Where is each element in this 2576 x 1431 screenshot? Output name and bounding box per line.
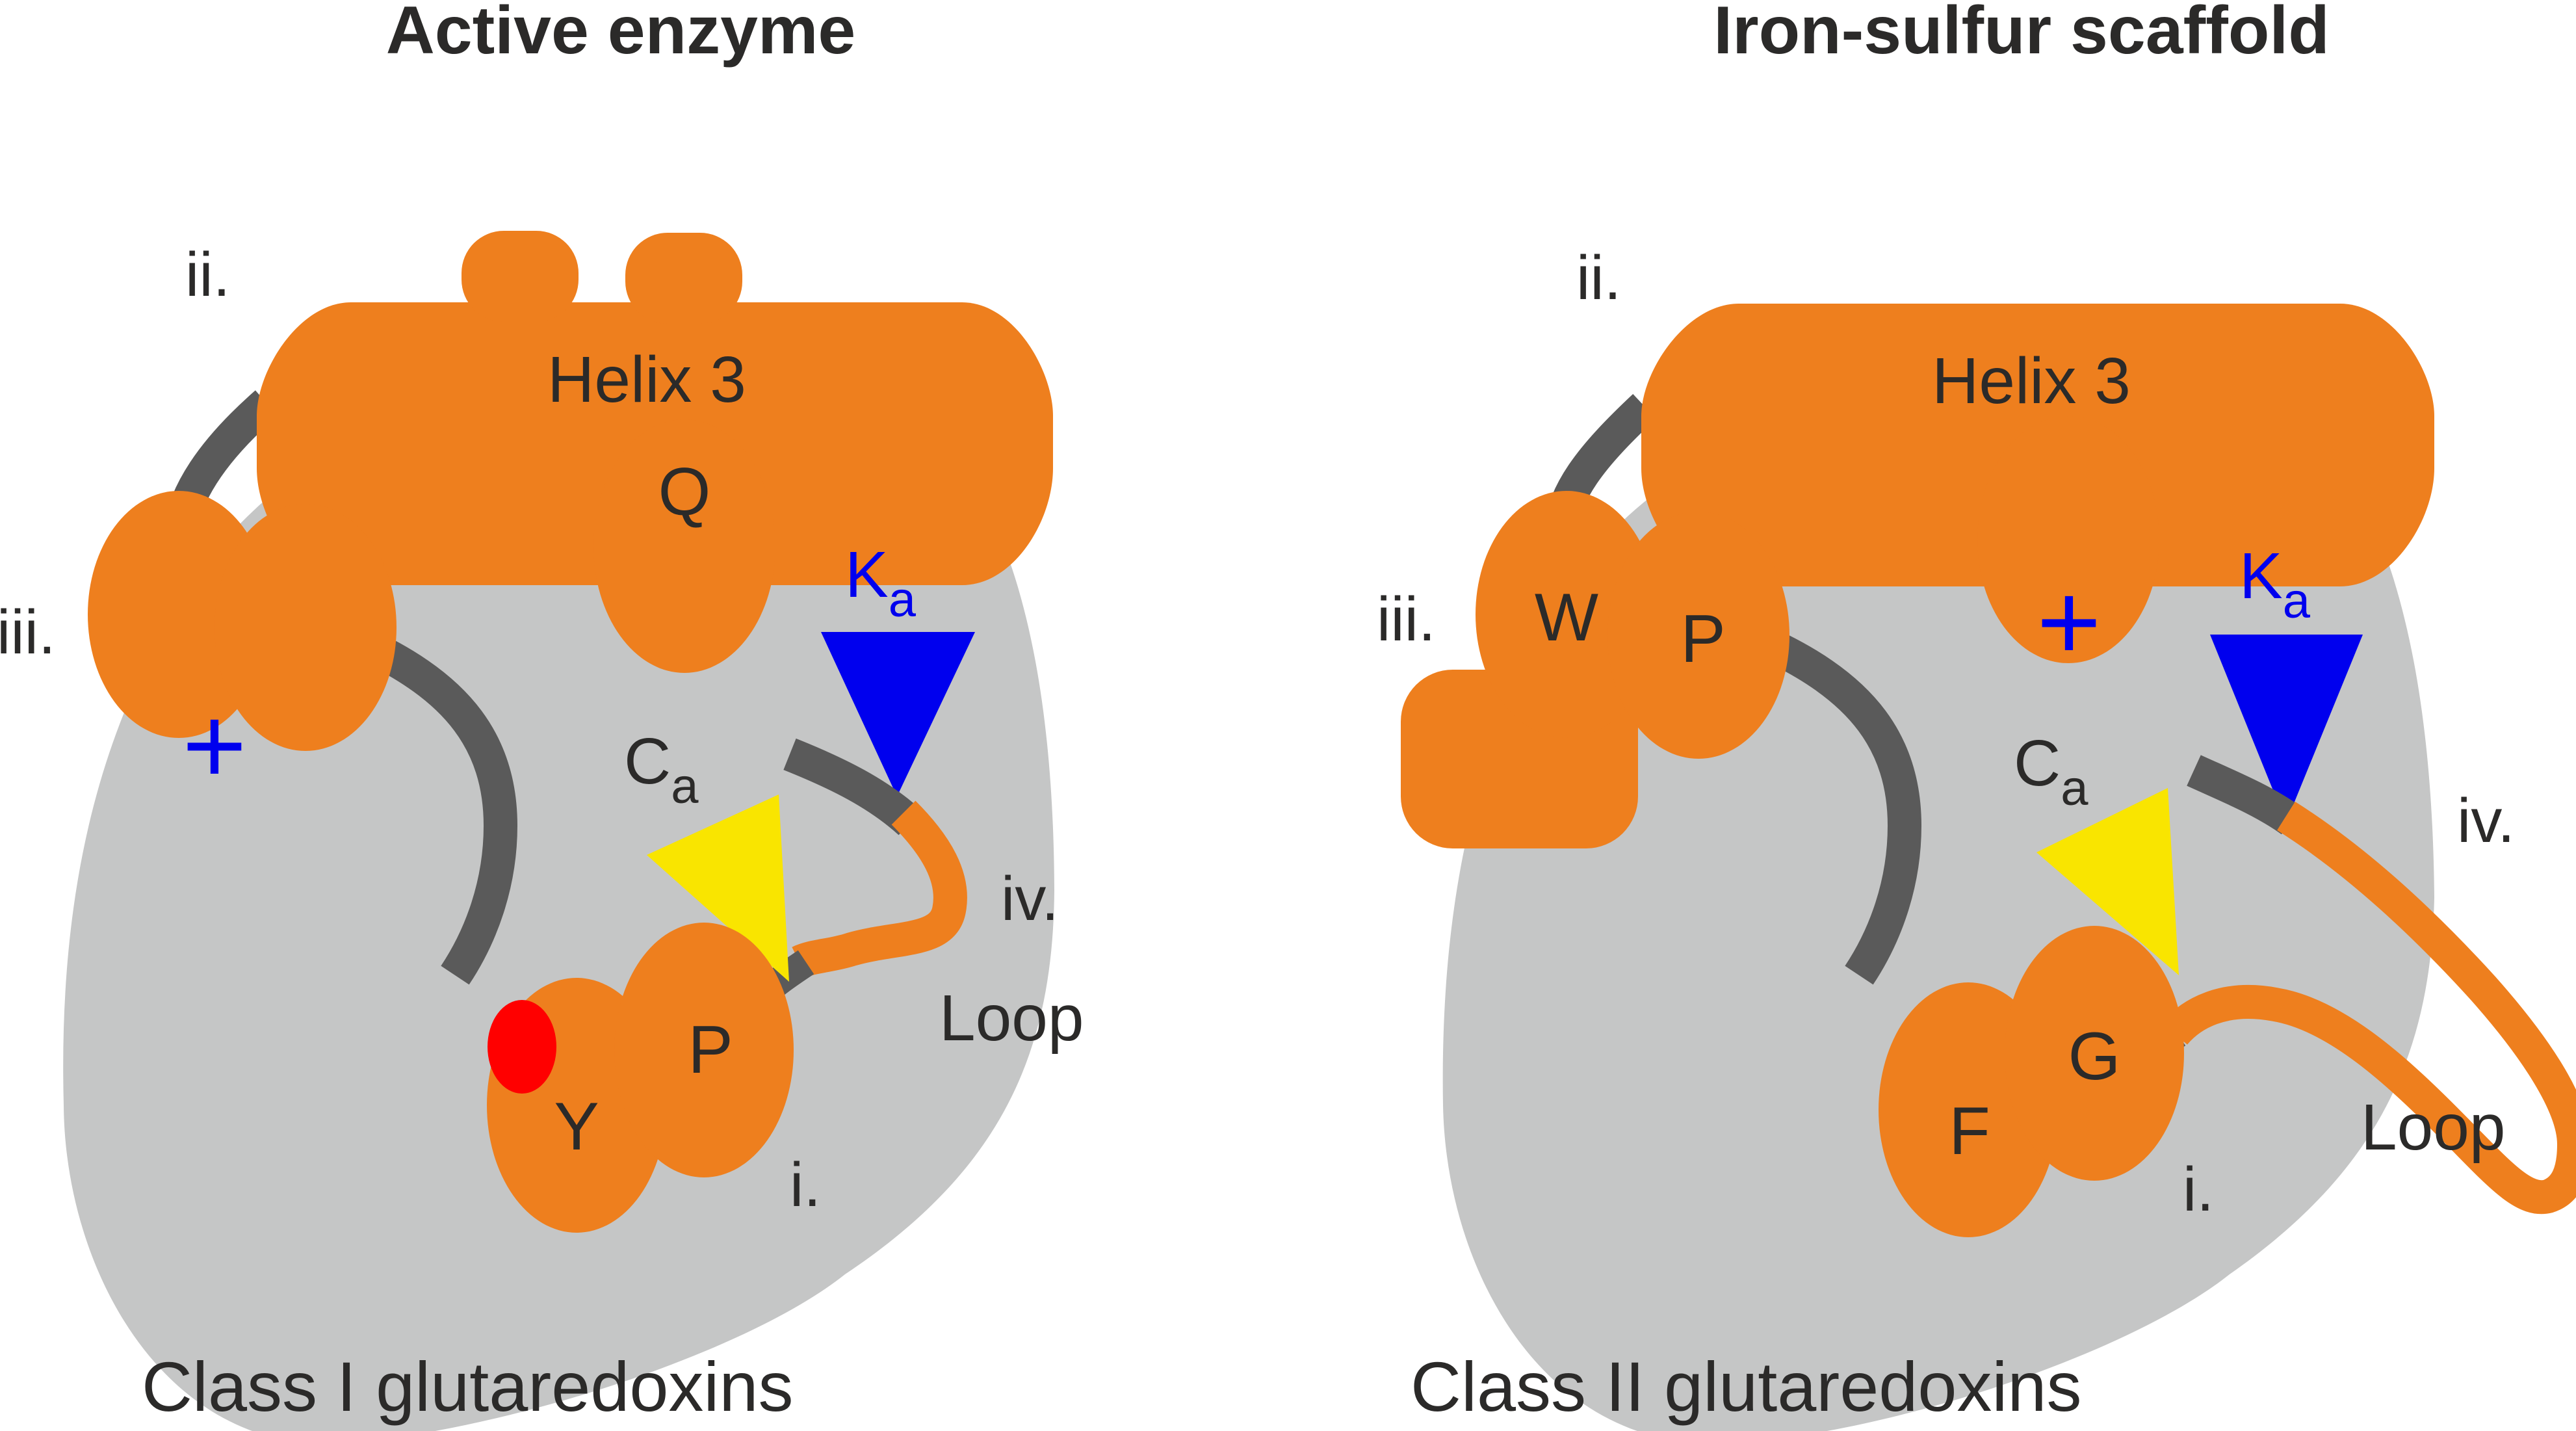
marker-i: i. (790, 1150, 821, 1220)
cysteine-marker (647, 794, 789, 982)
marker-iv: iv. (1001, 864, 1059, 934)
cysteine-label: Ca (2014, 727, 2088, 816)
cysteine-marker (2036, 788, 2179, 975)
lysine-marker (2210, 635, 2363, 822)
marker-ii: ii. (1576, 243, 1621, 313)
residue-p-blob (614, 923, 794, 1177)
loop-iv (2161, 802, 2576, 1214)
lysine-marker (821, 632, 975, 796)
panel-title: Iron-sulfur scaffold (1713, 0, 2330, 68)
residue-y: Y (554, 1089, 599, 1164)
panel-class-i: Active enzyme Helix 3 Q + Ka Ca (0, 0, 1084, 1431)
loop-iv (792, 800, 967, 978)
loop-label: Loop (939, 982, 1084, 1055)
residue-w-blob (1476, 491, 1658, 738)
panel-caption: Class I glutaredoxins (142, 1347, 793, 1426)
strand-residue-blob (215, 504, 397, 751)
helix-label: Helix 3 (547, 343, 746, 416)
marker-iv: iv. (2457, 786, 2515, 856)
residue-q: Q (658, 454, 711, 530)
residue-g-blob (2005, 926, 2184, 1181)
residue-w: W (1535, 580, 1598, 655)
active-site-strand (2187, 755, 2302, 835)
residue-p: P (688, 1012, 733, 1088)
residue-g: G (2068, 1019, 2121, 1094)
marker-ii: ii. (185, 240, 230, 309)
panel-class-ii: Iron-sulfur scaffold Helix 3 W P + Ka Ca (1377, 0, 2576, 1431)
helix-bump (462, 231, 579, 322)
residue-p-blob (1607, 512, 1789, 759)
panel-title: Active enzyme (386, 0, 856, 68)
helix-blob (1977, 416, 2159, 663)
residue-q-blob (593, 419, 775, 673)
loop-label: Loop (2361, 1091, 2505, 1164)
residue-f: F (1949, 1094, 1990, 1169)
marker-iii: iii. (0, 597, 56, 667)
marker-iii: iii. (1377, 584, 1436, 654)
helix-bump (625, 233, 742, 324)
residue-p: P (1680, 601, 1725, 677)
plus-charge: + (182, 684, 246, 807)
cysteine-label: Ca (624, 725, 699, 814)
panel-caption: Class II glutaredoxins (1411, 1347, 2082, 1426)
plus-charge: + (2036, 560, 2101, 684)
beta-strand (369, 635, 518, 985)
beta-strand (1773, 635, 1922, 985)
lysine-label: Ka (845, 538, 917, 627)
marker-i: i. (2183, 1155, 2214, 1224)
active-site-strand (783, 738, 922, 835)
lysine-label: Ka (2239, 540, 2311, 629)
helix-label: Helix 3 (1932, 345, 2131, 417)
phospho-marker (488, 1000, 556, 1094)
